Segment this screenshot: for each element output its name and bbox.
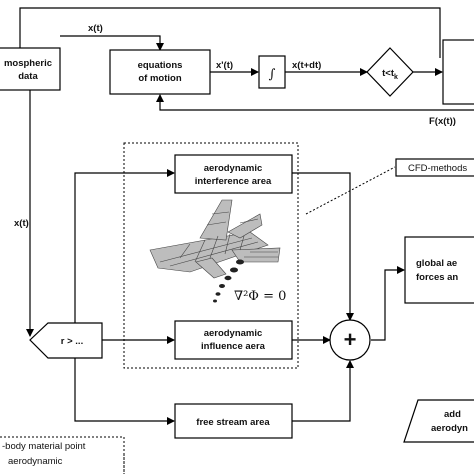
global-forces-line1: global ae bbox=[416, 258, 457, 269]
additional-line1: add bbox=[444, 409, 461, 420]
vortex-wake-icon bbox=[213, 259, 244, 303]
free-stream-area-box[interactable] bbox=[174, 403, 293, 439]
aerodynamic-group-box bbox=[123, 142, 299, 369]
label-x-t-top: x(t) bbox=[88, 23, 103, 34]
global-forces-box[interactable] bbox=[404, 236, 474, 304]
compare-diamond[interactable] bbox=[29, 322, 103, 359]
material-point-line1: -body material point bbox=[2, 441, 86, 452]
influence-area-box[interactable] bbox=[174, 320, 293, 360]
influence-line1: aerodynamic bbox=[204, 328, 263, 339]
integral-symbol: ∫ bbox=[269, 67, 276, 82]
additional-aero-parallelogram[interactable] bbox=[403, 399, 474, 443]
edge-free-stream-to-sum bbox=[292, 360, 354, 422]
label-x-dot: x'(t) bbox=[216, 60, 233, 71]
sum-junction[interactable] bbox=[329, 319, 371, 361]
edge-compare-to-interference bbox=[74, 169, 175, 323]
label-f-x: F(x(t)) bbox=[429, 116, 456, 127]
edge-interference-to-sum bbox=[292, 172, 354, 321]
edge-compare-to-free-stream bbox=[74, 358, 175, 425]
integral-box[interactable] bbox=[258, 55, 286, 89]
interference-line1: aerodynamic bbox=[204, 163, 263, 174]
edge-feedback-fx bbox=[156, 94, 474, 111]
atmospheric-data-line2: data bbox=[18, 71, 38, 82]
time-check-diamond[interactable] bbox=[366, 47, 414, 97]
interference-line2: interference area bbox=[195, 176, 272, 187]
additional-line2: aerodyn bbox=[431, 423, 468, 434]
interference-area-box[interactable] bbox=[174, 154, 293, 194]
compare-label: r > ... bbox=[61, 336, 83, 347]
cfd-methods-box[interactable] bbox=[395, 158, 474, 177]
material-point-box bbox=[0, 436, 125, 474]
atmospheric-data-line1: mospheric bbox=[4, 58, 52, 69]
material-point-line2: aerodynamic bbox=[8, 456, 63, 467]
equations-line1: equations bbox=[138, 60, 183, 71]
sum-symbol: + bbox=[344, 327, 357, 352]
top-loop-line bbox=[19, 7, 441, 58]
free-stream-label: free stream area bbox=[196, 417, 270, 428]
equations-of-motion-box[interactable] bbox=[109, 49, 211, 95]
label-x-next: x(t+dt) bbox=[292, 60, 321, 71]
cfd-methods-label: CFD-methods bbox=[408, 163, 467, 174]
global-forces-line2: forces an bbox=[416, 272, 458, 283]
equations-line2: of motion bbox=[138, 73, 181, 84]
edge-atmo-to-equations bbox=[60, 35, 164, 51]
label-x-t-left: x(t) bbox=[14, 218, 29, 229]
right-output-box[interactable] bbox=[442, 39, 474, 105]
edge-sum-to-global bbox=[371, 266, 405, 341]
influence-line2: influence aera bbox=[201, 341, 266, 352]
aircraft-mesh-icon bbox=[149, 199, 281, 279]
connectors bbox=[19, 7, 474, 425]
laplace-equation: ∇²Φ = 0 bbox=[234, 289, 286, 304]
atmospheric-data-box[interactable] bbox=[0, 47, 61, 91]
cfd-link bbox=[305, 166, 396, 215]
